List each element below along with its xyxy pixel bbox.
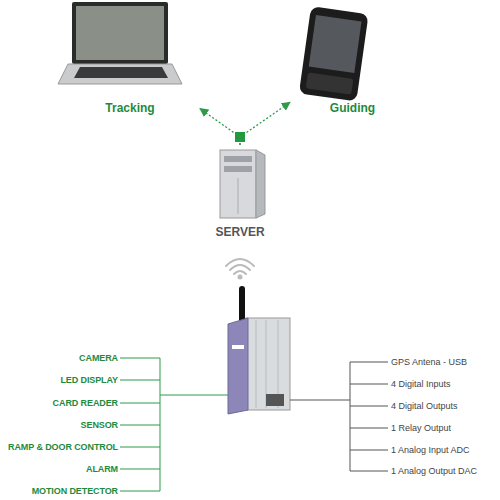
leader-line: [120, 380, 160, 381]
node-label: Tracking: [60, 100, 200, 116]
modem-device: [228, 286, 290, 414]
peripheral-label: ALARM: [3, 462, 118, 476]
device-group: Guiding: [290, 0, 415, 118]
peripheral-label: LED DISPLAY: [3, 373, 118, 387]
connector-layer: [200, 102, 290, 145]
leader-line: [350, 450, 388, 451]
leader-line: [350, 428, 388, 429]
server-node: SERVER: [205, 145, 275, 240]
server-icon: [220, 150, 265, 218]
wireless-symbol: [226, 259, 254, 279]
wireless-arc: [230, 265, 250, 270]
server-front: [220, 150, 256, 218]
leader-line: [120, 358, 160, 359]
laptop-screen: [76, 6, 164, 60]
laptop-icon: [58, 2, 182, 84]
node-label: Guiding: [290, 100, 415, 116]
connector-line: [200, 109, 240, 145]
phone-keys: [306, 72, 354, 94]
io-label: 4 Digital Inputs: [391, 377, 499, 391]
leader-line: [350, 362, 388, 363]
bracket-link: [160, 395, 228, 396]
peripheral-label: RAMP & DOOR CONTROL: [3, 440, 118, 454]
wireless-dot: [239, 276, 242, 279]
io-label: 1 Analog Output DAC: [391, 464, 499, 478]
device-front-panel: [228, 318, 248, 414]
leader-line: [120, 469, 160, 470]
node-label: SERVER: [205, 224, 275, 240]
io-label: 1 Analog Input ADC: [391, 443, 499, 457]
device-body: [246, 318, 290, 410]
left-bracket: [120, 358, 228, 491]
leader-line: [350, 384, 388, 385]
phone-screen: [309, 15, 362, 73]
server-bay: [224, 166, 252, 172]
peripheral-label: CAMERA: [3, 351, 118, 365]
io-label: 1 Relay Output: [391, 421, 499, 435]
bracket-line: [350, 362, 351, 471]
peripheral-label: MOTION DETECTOR: [3, 484, 118, 498]
server-side: [256, 150, 265, 218]
io-label: 4 Digital Outputs: [391, 399, 499, 413]
device-port: [266, 394, 284, 406]
server-bay: [224, 156, 252, 162]
laptop-base: [58, 64, 182, 84]
bracket-line: [160, 358, 161, 491]
phone-body: [299, 6, 369, 101]
leader-line: [120, 425, 160, 426]
connector-line: [240, 102, 290, 145]
leader-line: [120, 447, 160, 448]
leader-line: [350, 471, 388, 472]
peripheral-label: CARD READER: [3, 396, 118, 410]
io-label: GPS Antena - USB: [391, 355, 499, 369]
wireless-arc: [234, 271, 246, 274]
right-bracket: [290, 362, 388, 471]
phone-icon: [299, 6, 369, 101]
bracket-link: [290, 400, 350, 401]
device-group: Tracking: [60, 0, 200, 118]
leader-line: [120, 491, 160, 492]
laptop-keyboard: [74, 67, 168, 78]
device-logo: [232, 345, 244, 349]
server-seam: [238, 178, 239, 214]
peripheral-label: SENSOR: [3, 418, 118, 432]
leader-line: [120, 403, 160, 404]
leader-line: [350, 406, 388, 407]
laptop-bezel: [72, 2, 168, 64]
device-ridge: [256, 320, 257, 408]
